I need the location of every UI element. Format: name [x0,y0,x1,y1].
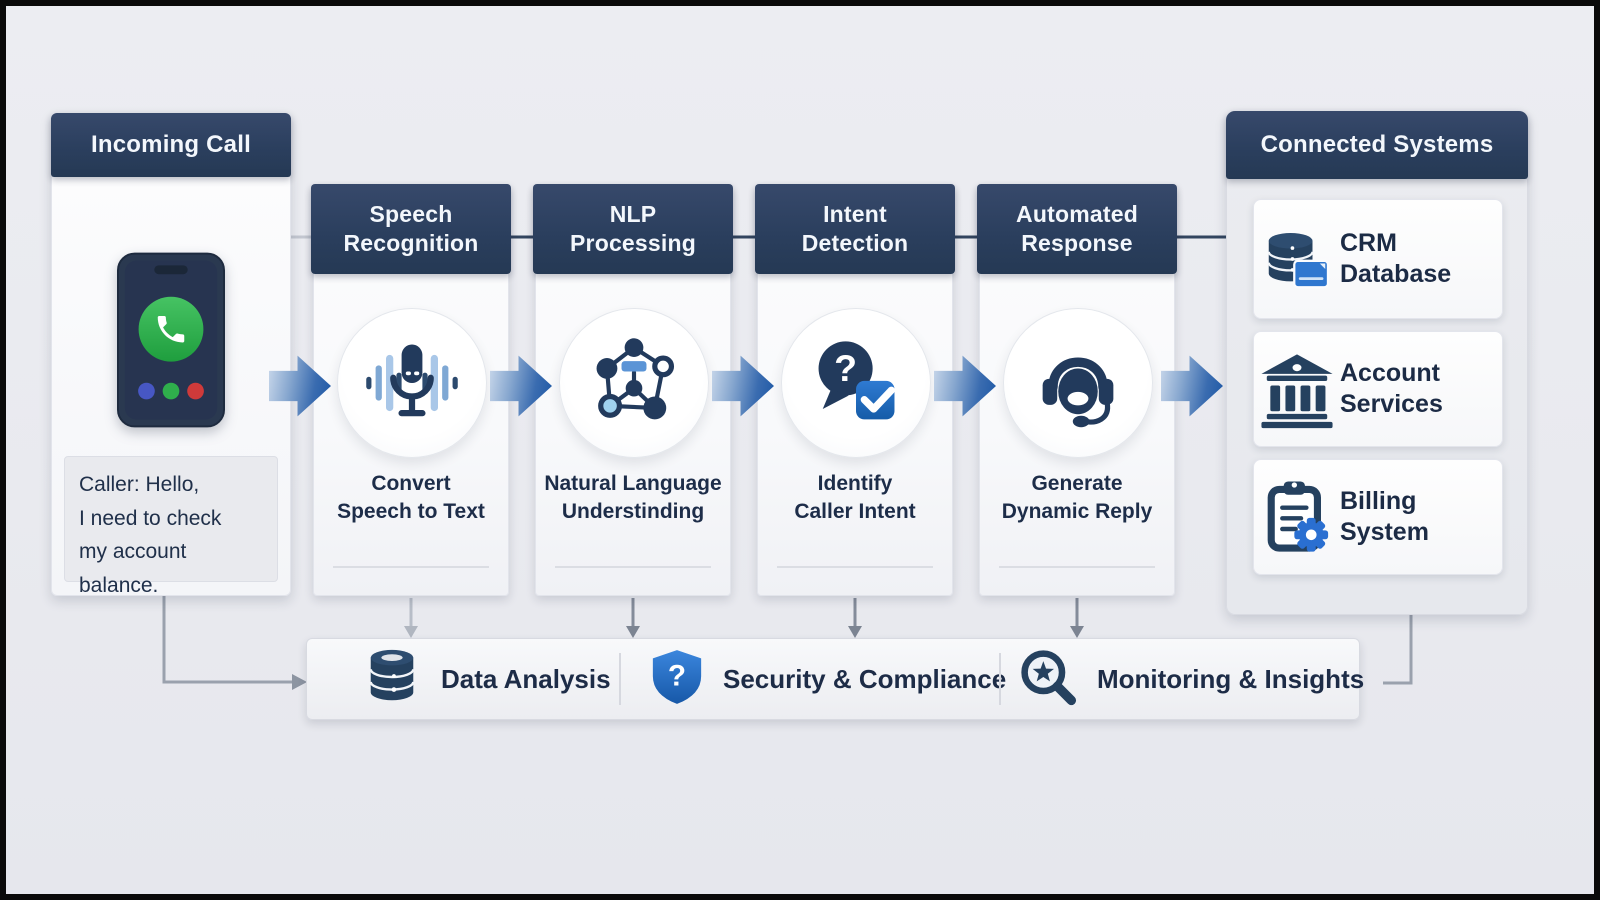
system-card-label: Billing System [1340,486,1429,548]
stage-intent-detection: Intent Detection ? Identify Caller Inten… [755,184,955,596]
stage-header: Automated Response [977,184,1177,274]
clipboard-gear-icon [1254,476,1340,558]
stage-title-line: Intent [823,200,887,227]
bank-icon [1254,349,1340,429]
stage-title-line: Speech [369,200,453,227]
stage-caption: Generate Dynamic Reply [977,470,1177,525]
bar-item-label: Monitoring & Insights [1097,663,1365,694]
stage-header: Speech Recognition [311,184,511,274]
card-divider [777,566,933,568]
connected-systems-title: Connected Systems [1260,130,1494,158]
stage-caption-line: Caller Intent [794,499,916,523]
connected-systems-header: Connected Systems [1226,111,1528,179]
platform-services-bar: Data Analysis ? Security & Compliance [306,638,1364,720]
system-card-label: Account Services [1340,358,1443,420]
stage-automated-response: Automated Response Generate Dynamic Repl… [977,184,1177,596]
stage-caption: Identify Caller Intent [755,470,955,525]
phone-call-icon [117,251,225,429]
incoming-call-panel: Incoming Call Caller: Hello, [51,113,291,597]
card-divider [555,566,711,568]
stage-title-line: Automated [1016,200,1138,227]
system-card-label: CRM Database [1340,228,1451,290]
caller-message-line: Caller: Hello, [79,473,200,496]
system-label-line: CRM [1340,229,1397,257]
connected-systems-panel: Connected Systems CRM Da [1226,111,1528,615]
microphone-waveform-icon [337,308,487,458]
stage-title-line: NLP [609,200,657,227]
svg-text:?: ? [668,659,686,692]
stage-caption-line: Understinding [561,499,705,523]
bar-divider [999,653,1001,705]
shield-question-icon: ? [651,648,703,711]
bar-item-label: Data Analysis [441,663,611,694]
stage-title-line: Processing [570,230,696,256]
stage-caption-line: Dynamic Reply [1001,499,1153,523]
incoming-call-header: Incoming Call [51,113,291,177]
card-divider [999,566,1155,568]
system-card-crm-database: CRM Database [1253,199,1503,319]
bar-item-data-analysis: Data Analysis [363,639,611,719]
system-label-line: System [1340,518,1429,546]
stage-speech-recognition: Speech Recognition [311,184,511,596]
headset-agent-icon [1003,308,1153,458]
stage-caption-line: Speech to Text [337,499,485,523]
caller-message-line: my account balance. [79,540,187,597]
stage-caption: Convert Speech to Text [311,470,511,525]
bar-item-monitoring-insights: Monitoring & Insights [1019,639,1364,719]
bar-item-security-compliance: ? Security & Compliance [651,639,1006,719]
neural-network-icon [559,308,709,458]
question-bubble-check-icon: ? [781,308,931,458]
database-icon [363,646,421,713]
system-label-line: Database [1340,260,1452,288]
system-label-line: Billing [1340,487,1417,515]
stage-caption-line: Convert [371,472,451,495]
incoming-call-title: Incoming Call [91,130,251,158]
card-divider [333,566,489,568]
system-label-line: Services [1340,390,1443,418]
bar-item-label: Security & Compliance [723,663,1007,694]
stage-caption: Natural Language Understinding [533,470,733,525]
stage-nlp-processing: NLP Processing [533,184,733,596]
magnifier-star-icon [1019,648,1077,711]
stage-header: NLP Processing [533,184,733,274]
caller-message: Caller: Hello, I need to check my accoun… [64,456,278,597]
bar-divider [619,653,621,705]
system-label-line: Account [1340,359,1440,387]
stage-caption-line: Identify [817,472,893,495]
stage-title-line: Response [1021,230,1133,256]
stage-caption-line: Natural Language [544,472,722,495]
stage-header: Intent Detection [755,184,955,274]
caller-message-line: I need to check [79,506,222,530]
system-card-account-services: Account Services [1253,331,1503,447]
stage-title-line: Recognition [343,230,479,256]
system-card-billing-system: Billing System [1253,459,1503,575]
database-card-icon [1254,221,1340,297]
stage-caption-line: Generate [1031,472,1123,495]
svg-text:?: ? [834,347,857,389]
stage-title-line: Detection [801,230,909,256]
